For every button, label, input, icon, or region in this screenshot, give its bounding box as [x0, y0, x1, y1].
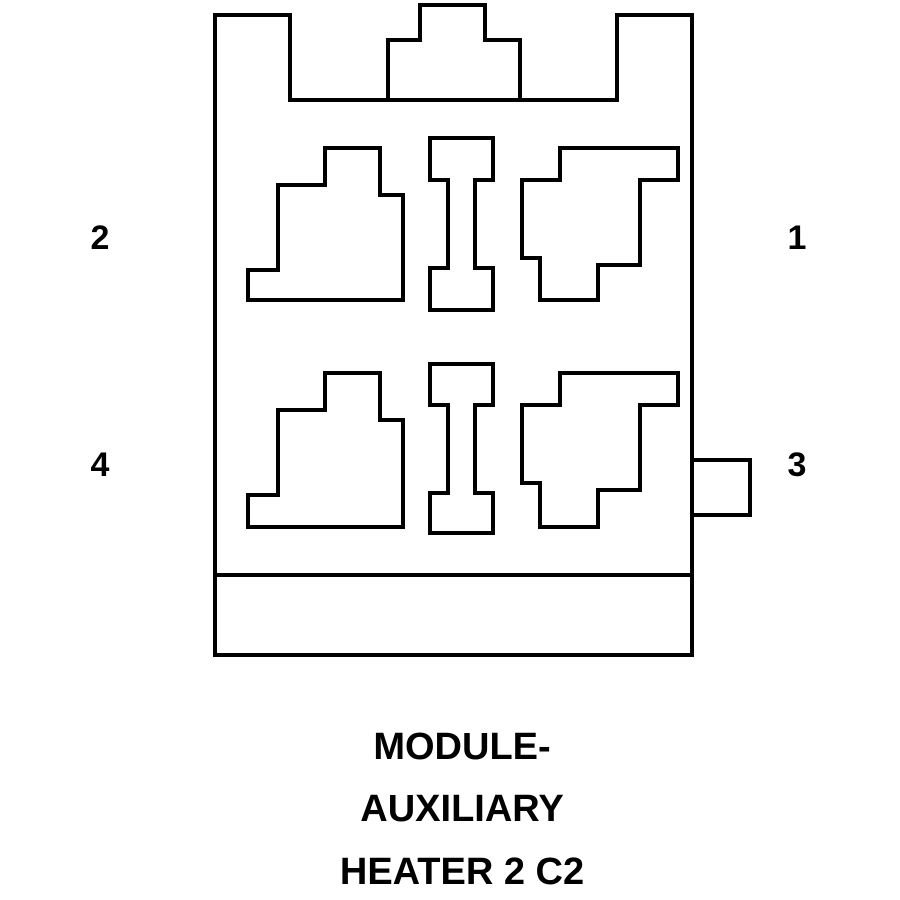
- title-line-3: HEATER 2 C2: [340, 851, 584, 893]
- cavity-pin-3: [520, 371, 680, 529]
- title-line-1: MODULE-: [373, 726, 550, 768]
- cavity-pin-2: [246, 146, 405, 302]
- pin-label-1: 1: [788, 219, 807, 257]
- side-key-tab: [690, 458, 752, 517]
- title-line-2: AUXILIARY: [360, 788, 563, 830]
- cavity-center-lower: [428, 362, 495, 535]
- top-latch: [386, 3, 522, 102]
- cavity-pin-4: [246, 371, 405, 529]
- connector-housing: [213, 13, 694, 657]
- cavity-center-upper: [428, 136, 495, 312]
- pin-label-3: 3: [788, 446, 807, 484]
- pin-label-4: 4: [91, 446, 110, 484]
- cavity-pin-1: [520, 146, 680, 302]
- pin-label-2: 2: [91, 219, 110, 257]
